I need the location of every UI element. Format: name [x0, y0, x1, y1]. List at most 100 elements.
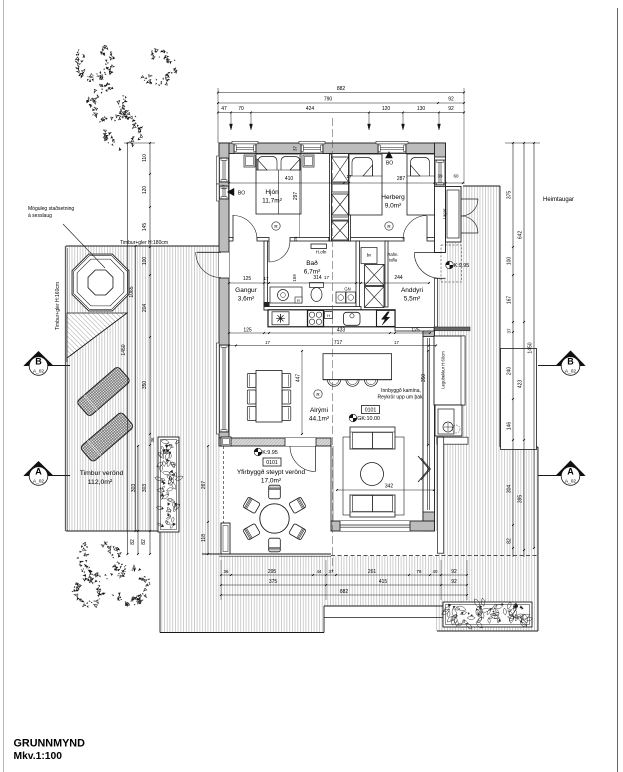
svg-text:Legubekkur H:60cm: Legubekkur H:60cm [441, 351, 446, 389]
svg-text:36: 36 [223, 569, 229, 574]
svg-text:Hjón: Hjón [265, 189, 279, 196]
svg-text:11,7m²: 11,7m² [262, 198, 283, 205]
svg-text:261: 261 [368, 569, 377, 575]
svg-text:R: R [297, 299, 300, 303]
svg-text:120: 120 [382, 106, 391, 112]
svg-text:Alrými: Alrými [310, 407, 328, 414]
svg-text:60: 60 [453, 174, 459, 179]
svg-text:125: 125 [411, 328, 420, 334]
svg-text:3,6m²: 3,6m² [238, 296, 255, 303]
svg-text:GRUNNMYND: GRUNNMYND [14, 738, 86, 750]
svg-text:Anddyri: Anddyri [401, 287, 423, 294]
svg-text:314: 314 [313, 275, 322, 281]
svg-text:A_02: A_02 [565, 369, 577, 375]
svg-text:112,0m²: 112,0m² [88, 479, 113, 486]
svg-text:240: 240 [507, 367, 513, 376]
svg-text:0101: 0101 [266, 460, 278, 466]
svg-text:A: A [567, 467, 574, 477]
svg-text:295: 295 [268, 569, 277, 575]
svg-text:9,0m²: 9,0m² [385, 203, 402, 210]
svg-text:146: 146 [507, 422, 513, 431]
svg-text:á sesslaug: á sesslaug [28, 213, 52, 219]
svg-text:410: 410 [285, 176, 294, 182]
svg-text:82: 82 [130, 539, 136, 545]
svg-text:Gangur: Gangur [235, 287, 258, 294]
svg-text:37: 37 [222, 184, 227, 190]
svg-text:82: 82 [141, 539, 147, 545]
svg-text:Bað: Bað [306, 259, 318, 267]
svg-text:5,5m²: 5,5m² [404, 296, 421, 303]
svg-text:159: 159 [292, 274, 297, 282]
svg-text:GN: GN [344, 287, 350, 292]
svg-text:B: B [35, 357, 42, 367]
svg-text:415: 415 [379, 579, 388, 585]
svg-text:118: 118 [201, 534, 207, 542]
svg-text:424: 424 [306, 106, 315, 112]
svg-text:125: 125 [243, 328, 252, 334]
svg-text:R: R [387, 224, 391, 229]
svg-text:303: 303 [131, 484, 137, 493]
svg-text:92: 92 [451, 579, 457, 585]
svg-text:882: 882 [337, 86, 346, 92]
svg-text:B: B [567, 357, 574, 367]
svg-text:167: 167 [507, 296, 513, 305]
svg-text:92: 92 [448, 106, 454, 112]
svg-text:36: 36 [150, 437, 155, 443]
svg-text:47: 47 [221, 106, 227, 112]
svg-text:350: 350 [142, 381, 148, 390]
svg-text:92: 92 [448, 97, 454, 103]
svg-text:A_02: A_02 [33, 369, 45, 375]
svg-text:120: 120 [142, 186, 148, 195]
svg-text:Yfirbyggð steypt verönd: Yfirbyggð steypt verönd [237, 468, 306, 476]
svg-text:Reykrör upp um þak: Reykrör upp um þak [377, 395, 423, 401]
svg-text:Heimtaugar: Heimtaugar [543, 197, 574, 203]
svg-text:H: H [327, 313, 330, 318]
svg-text:bv: bv [367, 253, 372, 258]
svg-text:433: 433 [337, 328, 346, 334]
svg-text:BO: BO [386, 161, 393, 167]
svg-text:70: 70 [238, 106, 244, 112]
svg-text:287: 287 [397, 176, 406, 182]
svg-text:17: 17 [346, 174, 352, 179]
svg-text:39: 39 [437, 174, 443, 179]
svg-text:100: 100 [507, 257, 513, 266]
svg-text:350: 350 [421, 374, 427, 383]
svg-text:44,1m²: 44,1m² [309, 416, 330, 423]
svg-text:K:9.95: K:9.95 [262, 450, 278, 456]
svg-text:Rafm.: Rafm. [387, 252, 398, 257]
svg-text:204: 204 [142, 304, 148, 313]
svg-text:642: 642 [518, 231, 524, 240]
svg-text:H.ofn: H.ofn [316, 250, 327, 255]
svg-text:92: 92 [451, 569, 457, 575]
svg-text:375: 375 [507, 191, 513, 200]
svg-text:Timbur verönd: Timbur verönd [80, 470, 124, 477]
svg-text:Möguleg staðsetning: Möguleg staðsetning [28, 205, 74, 212]
svg-text:130: 130 [417, 106, 426, 112]
svg-text:BO: BO [238, 190, 245, 196]
svg-text:244: 244 [394, 275, 403, 281]
svg-text:447: 447 [296, 374, 302, 383]
svg-text:395: 395 [518, 495, 524, 504]
svg-text:423: 423 [518, 380, 524, 389]
svg-text:37: 37 [328, 569, 334, 574]
svg-text:17: 17 [324, 275, 330, 280]
svg-text:110: 110 [142, 154, 148, 162]
svg-text:40: 40 [432, 569, 438, 574]
svg-text:tafla: tafla [389, 258, 398, 263]
svg-text:A_02: A_02 [565, 479, 577, 485]
svg-text:Timbur+gler H:160cm: Timbur+gler H:160cm [55, 282, 61, 330]
svg-text:Mkv.1:100: Mkv.1:100 [14, 751, 63, 762]
svg-text:1450: 1450 [121, 344, 127, 355]
svg-text:17: 17 [263, 276, 269, 281]
svg-text:A_02: A_02 [33, 479, 45, 485]
svg-text:Herberg: Herberg [381, 194, 405, 201]
svg-text:882: 882 [340, 589, 349, 595]
svg-text:145: 145 [142, 223, 148, 232]
svg-text:44: 44 [316, 569, 322, 574]
svg-text:82: 82 [507, 538, 513, 544]
svg-text:303: 303 [142, 484, 148, 493]
svg-text:304: 304 [507, 485, 513, 494]
svg-text:297: 297 [293, 192, 299, 201]
svg-text:GK:10.00: GK:10.00 [357, 416, 380, 422]
svg-text:78: 78 [416, 569, 422, 574]
